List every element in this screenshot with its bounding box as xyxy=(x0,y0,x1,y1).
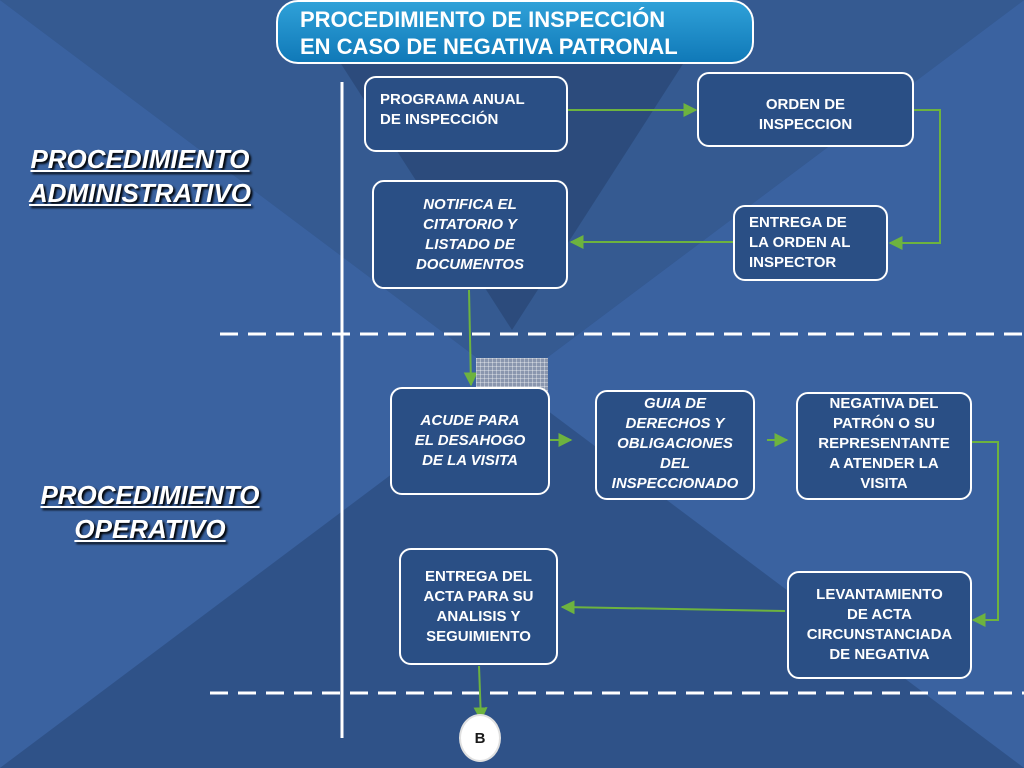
section-operativo: PROCEDIMIENTO OPERATIVO xyxy=(24,478,276,546)
arrow-levantamiento-to-entrega-acta xyxy=(560,600,786,615)
arrow-entrega-acta-to-b xyxy=(473,665,488,722)
section-operativo-line-2: OPERATIVO xyxy=(74,514,226,544)
box-acude-visita: ACUDE PARA EL DESAHOGO DE LA VISITA xyxy=(390,387,550,495)
arrow-negativa-to-levantamiento xyxy=(962,441,999,627)
box-negativa-patron: NEGATIVA DEL PATRÓN O SU REPRESENTANTE A… xyxy=(796,392,972,500)
section-administrativo: PROCEDIMIENTO ADMINISTRATIVO xyxy=(14,142,266,210)
box-entrega-orden: ENTREGA DE LA ORDEN AL INSPECTOR xyxy=(733,205,888,281)
flow-arrows xyxy=(463,103,999,722)
connector-b: B xyxy=(459,714,501,762)
box-levantamiento-acta: LEVANTAMIENTO DE ACTA CIRCUNSTANCIADA DE… xyxy=(787,571,972,679)
box-guia-derechos: GUIA DE DERECHOS Y OBLIGACIONES DEL INSP… xyxy=(595,390,755,500)
section-operativo-line-1: PROCEDIMIENTO xyxy=(40,480,260,510)
box-orden-inspeccion: ORDEN DE INSPECCION xyxy=(697,72,914,147)
box-programa-anual: PROGRAMA ANUAL DE INSPECCIÓN xyxy=(364,76,568,152)
box-entrega-acta: ENTREGA DEL ACTA PARA SU ANALISIS Y SEGU… xyxy=(399,548,558,665)
section-administrativo-line-2: ADMINISTRATIVO xyxy=(29,178,251,208)
page-title: PROCEDIMIENTO DE INSPECCIÓN EN CASO DE N… xyxy=(276,0,754,64)
section-administrativo-line-1: PROCEDIMIENTO xyxy=(30,144,250,174)
box-notifica-citatorio: NOTIFICA EL CITATORIO Y LISTADO DE DOCUM… xyxy=(372,180,568,289)
title-line-2: EN CASO DE NEGATIVA PATRONAL xyxy=(300,34,678,59)
title-line-1: PROCEDIMIENTO DE INSPECCIÓN xyxy=(300,7,666,32)
arrow-notifica-to-acude xyxy=(463,289,478,387)
arrow-orden-to-entrega xyxy=(888,109,941,250)
